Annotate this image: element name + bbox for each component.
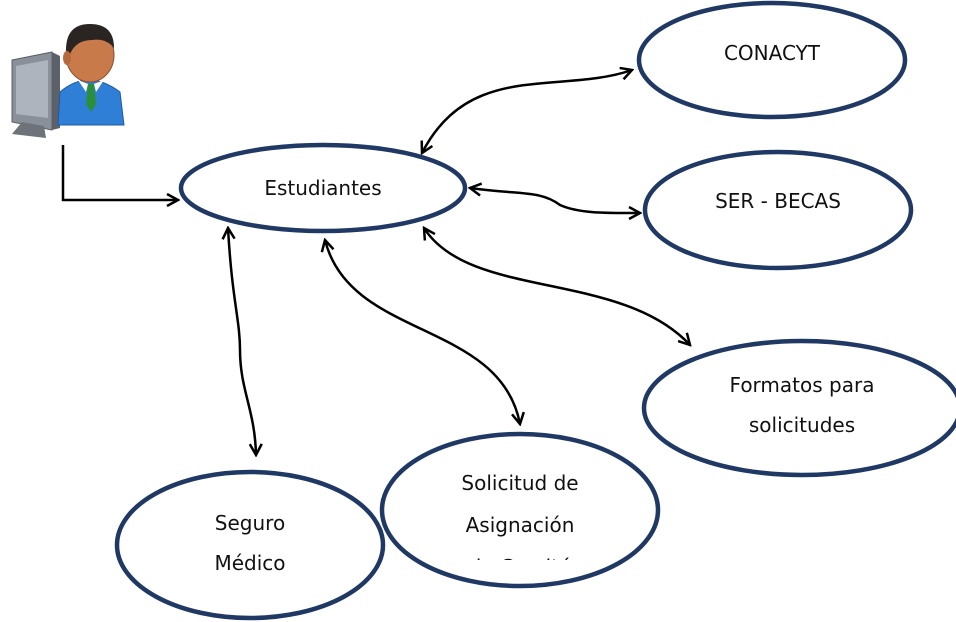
node-ser-becas: SER - BECAS	[642, 149, 914, 271]
node-solicitud-label-3: de Comité	[469, 555, 572, 579]
node-conacyt: CONACYT	[636, 0, 908, 120]
node-estudiantes-label: Estudiantes	[264, 176, 381, 200]
node-ser-becas-label: SER - BECAS	[715, 189, 841, 213]
node-seguro: Seguro Médico	[114, 469, 386, 621]
node-conacyt-label: CONACYT	[724, 41, 821, 65]
node-solicitud-label-1: Solicitud de	[461, 471, 578, 495]
node-seguro-label-1: Seguro	[215, 511, 285, 535]
node-solicitud: Solicitud de Asignación de Comité	[379, 431, 661, 589]
node-solicitud-label-2: Asignación	[466, 513, 575, 537]
node-formatos-label-1: Formatos para	[730, 373, 875, 397]
connector-estudiantes-ser-becas	[470, 188, 640, 213]
node-estudiantes: Estudiantes	[178, 142, 468, 234]
actor-connector	[61, 145, 178, 200]
node-formatos: Formatos para solicitudes	[641, 338, 956, 478]
node-formatos-label-2: solicitudes	[749, 413, 855, 437]
connector-estudiantes-seguro	[228, 228, 256, 455]
connector-estudiantes-conacyt	[422, 70, 632, 153]
user-at-computer-icon	[11, 24, 125, 138]
node-seguro-label-2: Médico	[214, 551, 285, 575]
connector-estudiantes-solicitud	[325, 240, 520, 424]
connector-estudiantes-formatos	[424, 228, 690, 345]
